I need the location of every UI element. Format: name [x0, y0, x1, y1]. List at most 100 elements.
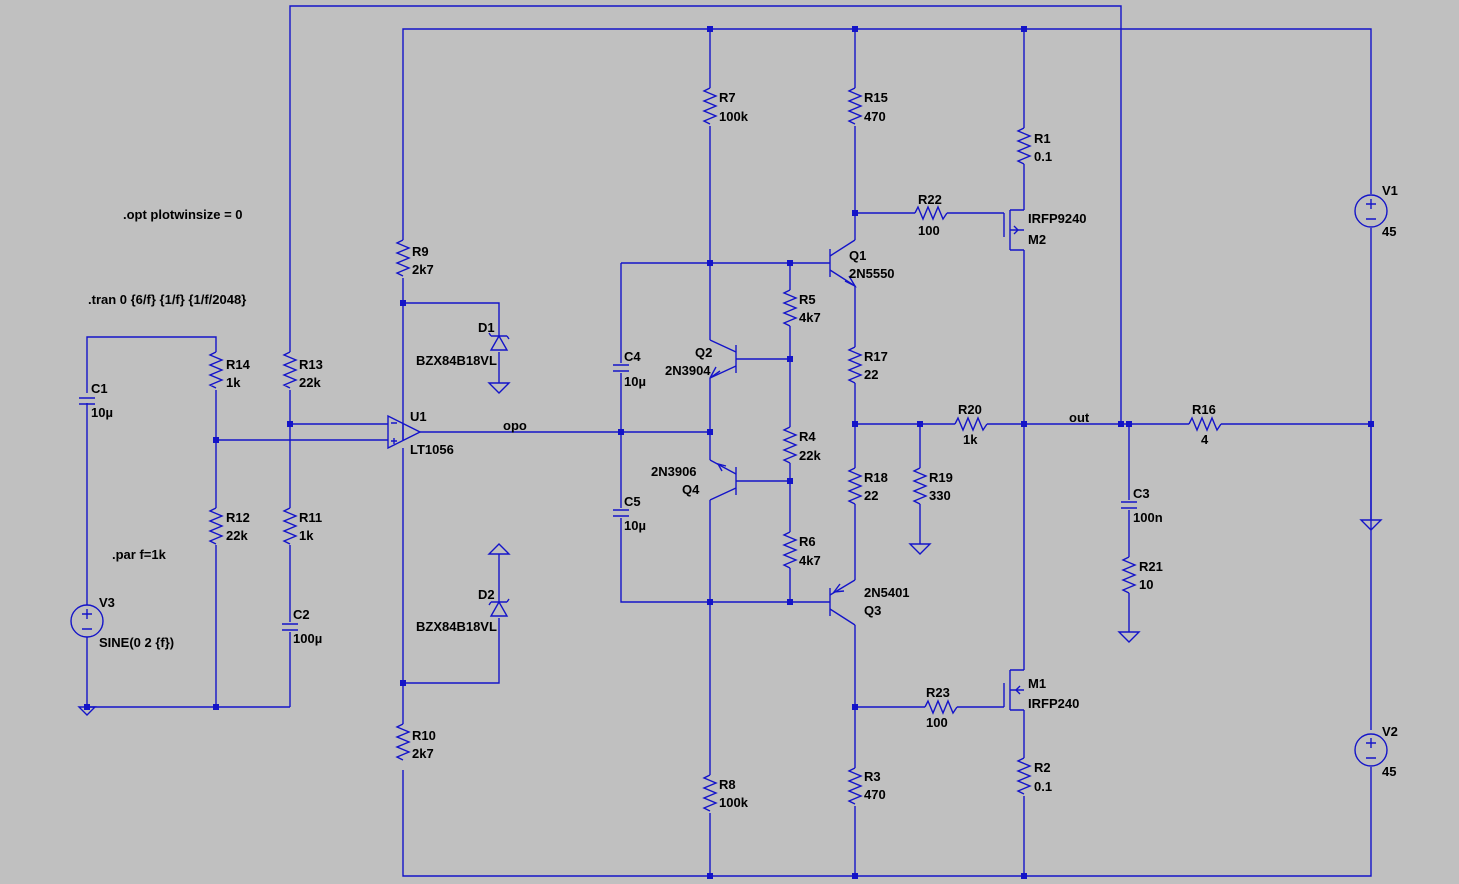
label-Q3-value: 2N5401	[864, 585, 910, 600]
resistor-R17[interactable]	[847, 346, 863, 384]
voltage-source-V2[interactable]	[1354, 733, 1388, 767]
label-R6-value: 4k7	[799, 553, 821, 568]
label-R23-value: 100	[926, 715, 948, 730]
wires	[86, 5, 1372, 877]
label-D1-value: BZX84B18VL	[416, 353, 497, 368]
capacitor-C5[interactable]	[613, 509, 629, 517]
label-R12-ref: R12	[226, 510, 250, 525]
labels: .opt plotwinsize = 0 .tran 0 {6/f} {1/f}…	[88, 90, 1398, 810]
label-R20-ref: R20	[958, 402, 982, 417]
resistor-R16[interactable]	[1188, 416, 1222, 432]
transistor-Q2[interactable]	[709, 339, 737, 379]
resistor-R23[interactable]	[924, 699, 958, 715]
label-R4-value: 22k	[799, 448, 821, 463]
resistor-R3[interactable]	[847, 767, 863, 805]
label-R21-value: 10	[1139, 577, 1153, 592]
transistor-Q4[interactable]	[709, 459, 737, 501]
label-Q2-ref: Q2	[695, 345, 712, 360]
label-Q2-value: 2N3904	[665, 363, 711, 378]
label-M1-value: IRFP240	[1028, 696, 1079, 711]
capacitor-C2[interactable]	[282, 623, 298, 631]
label-R9-value: 2k7	[412, 262, 434, 277]
label-U1-ref: U1	[410, 409, 427, 424]
label-C4-value: 10µ	[624, 374, 646, 389]
resistor-R8[interactable]	[702, 774, 718, 812]
label-R13-ref: R13	[299, 357, 323, 372]
label-M2-ref: M2	[1028, 232, 1046, 247]
label-R1-value: 0.1	[1034, 149, 1052, 164]
label-C3-value: 100n	[1133, 510, 1163, 525]
label-R19-ref: R19	[929, 470, 953, 485]
label-V1-ref: V1	[1382, 183, 1398, 198]
label-C2-value: 100µ	[293, 631, 322, 646]
label-M1-ref: M1	[1028, 676, 1046, 691]
label-R16-value: 4	[1201, 432, 1209, 447]
resistor-R15[interactable]	[847, 87, 863, 125]
label-R11-value: 1k	[299, 528, 314, 543]
label-R5-ref: R5	[799, 292, 816, 307]
resistor-R7[interactable]	[702, 87, 718, 125]
label-R3-value: 470	[864, 787, 886, 802]
resistor-R21[interactable]	[1121, 556, 1137, 594]
label-Q1-ref: Q1	[849, 248, 866, 263]
net-label-opo: opo	[503, 418, 527, 433]
transistor-Q3[interactable]	[829, 579, 856, 626]
resistor-R4[interactable]	[782, 426, 798, 464]
label-C1-value: 10µ	[91, 405, 113, 420]
label-V3-value: SINE(0 2 {f})	[99, 635, 174, 650]
label-R17-ref: R17	[864, 349, 888, 364]
resistor-R14[interactable]	[208, 351, 224, 389]
capacitor-C3[interactable]	[1121, 501, 1137, 509]
resistor-R19[interactable]	[912, 467, 928, 505]
label-R5-value: 4k7	[799, 310, 821, 325]
zener-D2[interactable]	[488, 598, 510, 617]
label-R18-value: 22	[864, 488, 878, 503]
label-Q4-value: 2N3906	[651, 464, 697, 479]
mosfet-M1[interactable]	[1003, 669, 1024, 711]
label-R3-ref: R3	[864, 769, 881, 784]
label-R22-ref: R22	[918, 192, 942, 207]
resistor-R5[interactable]	[782, 289, 798, 327]
resistor-R12[interactable]	[208, 507, 224, 545]
label-R10-value: 2k7	[412, 746, 434, 761]
label-M2-value: IRFP9240	[1028, 211, 1087, 226]
resistor-R10[interactable]	[395, 723, 411, 761]
label-C1-ref: C1	[91, 381, 108, 396]
transistor-Q1[interactable]	[829, 239, 857, 288]
label-R14-value: 1k	[226, 375, 241, 390]
resistor-R13[interactable]	[282, 351, 298, 389]
label-R17-value: 22	[864, 367, 878, 382]
resistor-R22[interactable]	[914, 205, 948, 221]
directive-tran: .tran 0 {6/f} {1/f} {1/f/2048}	[88, 292, 246, 307]
resistor-R6[interactable]	[782, 531, 798, 569]
label-R16-ref: R16	[1192, 402, 1216, 417]
label-V3-ref: V3	[99, 595, 115, 610]
voltage-source-V1[interactable]	[1354, 194, 1388, 228]
voltage-source-V3[interactable]	[70, 604, 104, 638]
resistor-R20[interactable]	[954, 416, 988, 432]
label-Q1-value: 2N5550	[849, 266, 895, 281]
resistor-R9[interactable]	[395, 239, 411, 277]
label-R7-value: 100k	[719, 109, 749, 124]
label-R1-ref: R1	[1034, 131, 1051, 146]
label-R15-value: 470	[864, 109, 886, 124]
label-V2-value: 45	[1382, 764, 1396, 779]
label-D2-ref: D2	[478, 587, 495, 602]
label-R20-value: 1k	[963, 432, 978, 447]
label-Q3-ref: Q3	[864, 603, 881, 618]
label-D1-ref: D1	[478, 320, 495, 335]
resistor-R2[interactable]	[1016, 757, 1032, 795]
zener-D1[interactable]	[488, 332, 510, 351]
resistor-R18[interactable]	[847, 467, 863, 505]
label-R12-value: 22k	[226, 528, 248, 543]
resistor-R1[interactable]	[1016, 127, 1032, 165]
label-C4-ref: C4	[624, 349, 641, 364]
label-R19-value: 330	[929, 488, 951, 503]
capacitor-C4[interactable]	[613, 364, 629, 372]
mosfet-M2[interactable]	[1003, 209, 1024, 251]
resistor-R11[interactable]	[282, 507, 298, 545]
capacitor-C1[interactable]	[79, 397, 95, 405]
opamp-U1[interactable]	[387, 414, 422, 452]
ground-symbols	[77, 382, 1383, 716]
